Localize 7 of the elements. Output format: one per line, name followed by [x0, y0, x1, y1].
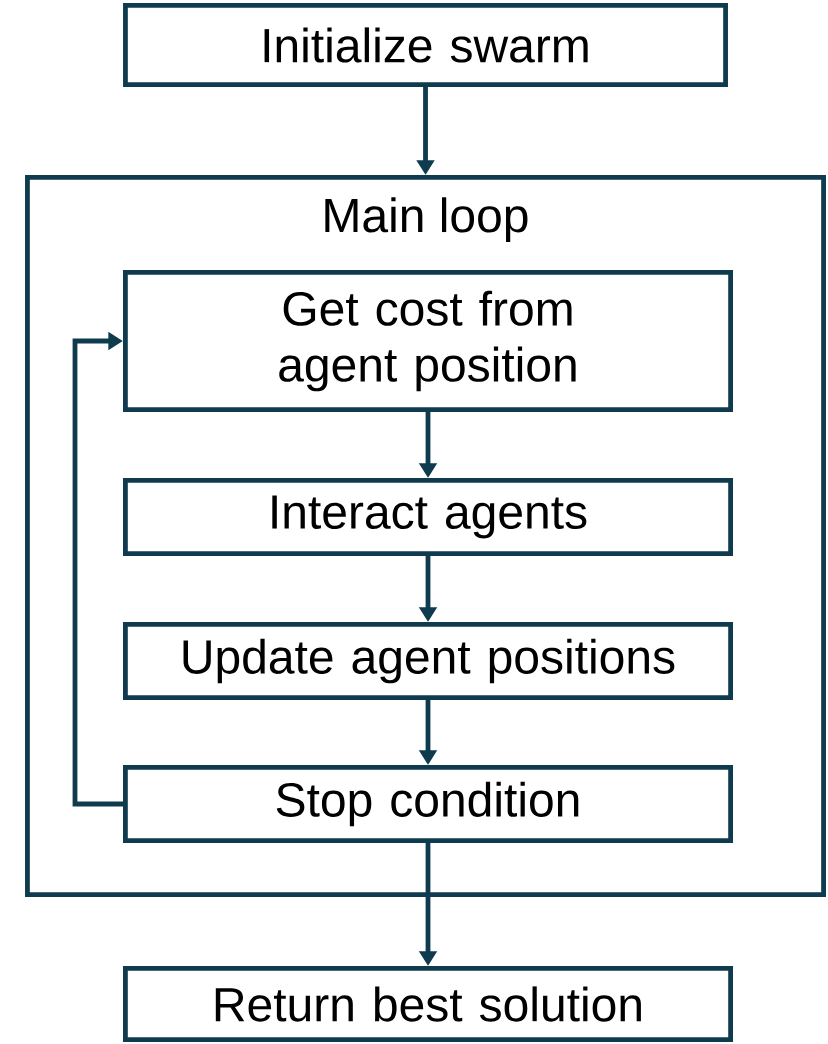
arrow [72, 331, 123, 807]
process-box: Initialize swarm [123, 3, 728, 87]
process-box: Interact agents [123, 478, 733, 556]
process-box: Return best solution [123, 966, 733, 1042]
process-box: Get cost from agent position [123, 270, 733, 412]
process-box: Stop condition [123, 765, 733, 843]
process-box: Update agent positions [123, 622, 733, 700]
